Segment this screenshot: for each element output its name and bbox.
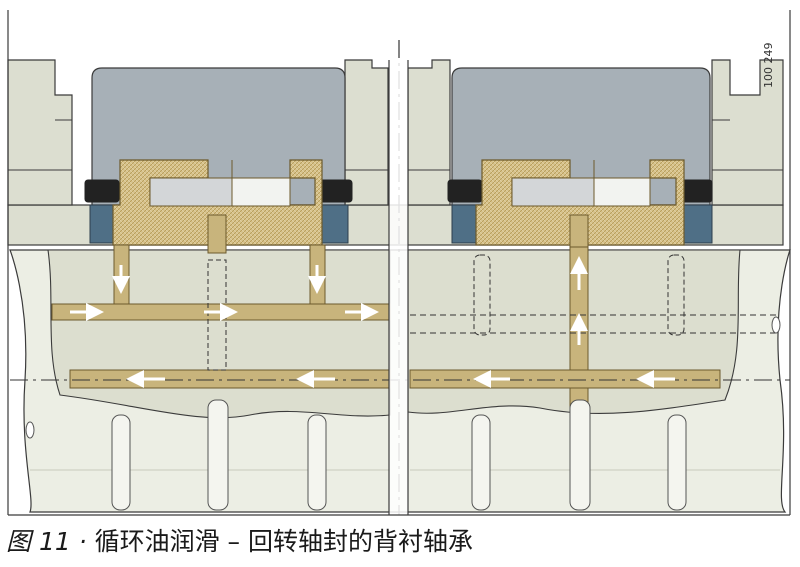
caption-text: 循环油润滑 – 回转轴封的背衬轴承 [94, 527, 474, 556]
flow-arrows [70, 256, 675, 388]
document-id: 100 249 [762, 42, 775, 88]
figure-caption: 图 11 · 循环油润滑 – 回转轴封的背衬轴承 [6, 522, 796, 562]
backing-bearings [112, 159, 685, 246]
caption-label: 图 11 · [6, 527, 87, 556]
shaft-bores [25, 316, 781, 511]
diagram-figure [7, 10, 791, 516]
frame-border [7, 10, 791, 516]
center-lines [10, 40, 790, 515]
